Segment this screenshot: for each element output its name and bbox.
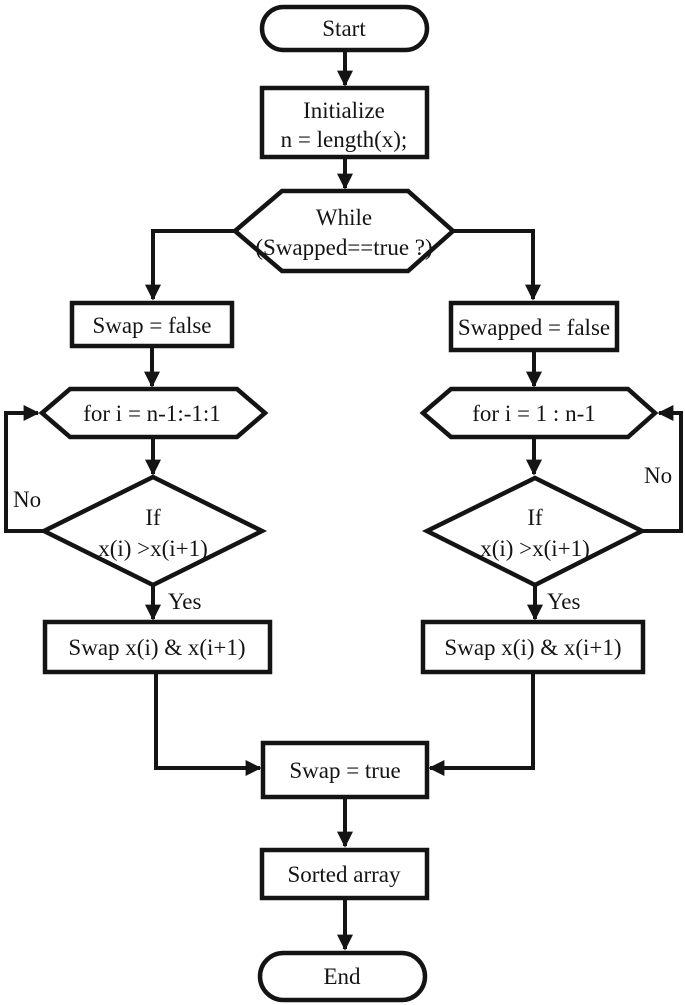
edge-label-no-left: No	[13, 487, 41, 512]
for-right-label: for i = 1 : n-1	[472, 401, 595, 426]
while-label-line2: (Swapped==true ?)	[255, 235, 432, 260]
node-swap-exec-right: Swap x(i) & x(i+1)	[420, 619, 646, 675]
node-while-loop: While (Swapped==true ?)	[231, 188, 457, 274]
edge-if-right-no-loop	[642, 405, 683, 533]
edge-if-left-no-loop	[4, 405, 44, 533]
node-for-right: for i = 1 : n-1	[419, 386, 659, 440]
node-swap-false-left: Swap = false	[69, 300, 235, 349]
for-right-hexagon-shape	[419, 386, 659, 440]
start-label: Start	[322, 16, 366, 41]
swap-true-process-shape	[260, 740, 430, 800]
node-initialize: Initialize n = length(x);	[259, 85, 430, 160]
end-terminator-shape	[257, 950, 428, 1003]
node-for-left: for i = n-1:-1:1	[38, 386, 269, 440]
initialize-process-shape	[259, 85, 430, 160]
edge-label-yes-right: Yes	[547, 589, 581, 614]
edge-swap-exec-right-to-swap-true	[428, 672, 535, 776]
edge-while-to-swap-false-left	[145, 229, 235, 301]
swap-true-label: Swap = true	[289, 758, 400, 783]
sorted-array-process-shape	[259, 847, 430, 901]
edge-swap-exec-left-to-swap-true	[154, 672, 262, 776]
if-left-diamond-shape	[38, 474, 268, 588]
initialize-label-line1: Initialize	[303, 98, 385, 123]
swapped-false-right-label: Swapped = false	[458, 315, 610, 340]
node-sorted-array: Sorted array	[259, 847, 430, 901]
while-hexagon-shape	[231, 188, 457, 274]
if-left-label-line1: If	[145, 505, 161, 530]
if-left-label-line2: x(i) >x(i+1)	[98, 536, 208, 561]
while-label-line1: While	[316, 205, 372, 230]
swapped-false-right-process-shape	[448, 300, 620, 353]
node-end: End	[257, 950, 428, 1003]
swap-exec-left-process-shape	[42, 619, 273, 675]
node-swapped-false-right: Swapped = false	[448, 300, 620, 353]
sorted-array-label: Sorted array	[287, 862, 401, 887]
swap-false-left-label: Swap = false	[93, 313, 212, 338]
swap-exec-right-process-shape	[420, 619, 646, 675]
edge-label-yes-left: Yes	[168, 589, 202, 614]
end-label: End	[323, 964, 361, 989]
swap-exec-left-label: Swap x(i) & x(i+1)	[68, 635, 245, 660]
if-right-label-line2: x(i) >x(i+1)	[480, 536, 590, 561]
if-right-diamond-shape	[421, 475, 648, 588]
node-start: Start	[259, 4, 430, 53]
node-if-right: If x(i) >x(i+1)	[421, 475, 648, 588]
swap-exec-right-label: Swap x(i) & x(i+1)	[444, 635, 621, 660]
initialize-label-line2: n = length(x);	[281, 127, 408, 152]
edge-while-to-swapped-false-right	[453, 229, 541, 301]
node-swap-exec-left: Swap x(i) & x(i+1)	[42, 619, 273, 675]
if-right-label-line1: If	[527, 505, 543, 530]
node-if-left: If x(i) >x(i+1)	[38, 474, 268, 588]
node-swap-true: Swap = true	[260, 740, 430, 800]
for-left-hexagon-shape	[38, 386, 269, 440]
start-terminator-shape	[259, 4, 430, 53]
for-left-label: for i = n-1:-1:1	[83, 401, 221, 426]
edge-label-no-right: No	[644, 463, 672, 488]
swap-false-left-process-shape	[69, 300, 235, 349]
